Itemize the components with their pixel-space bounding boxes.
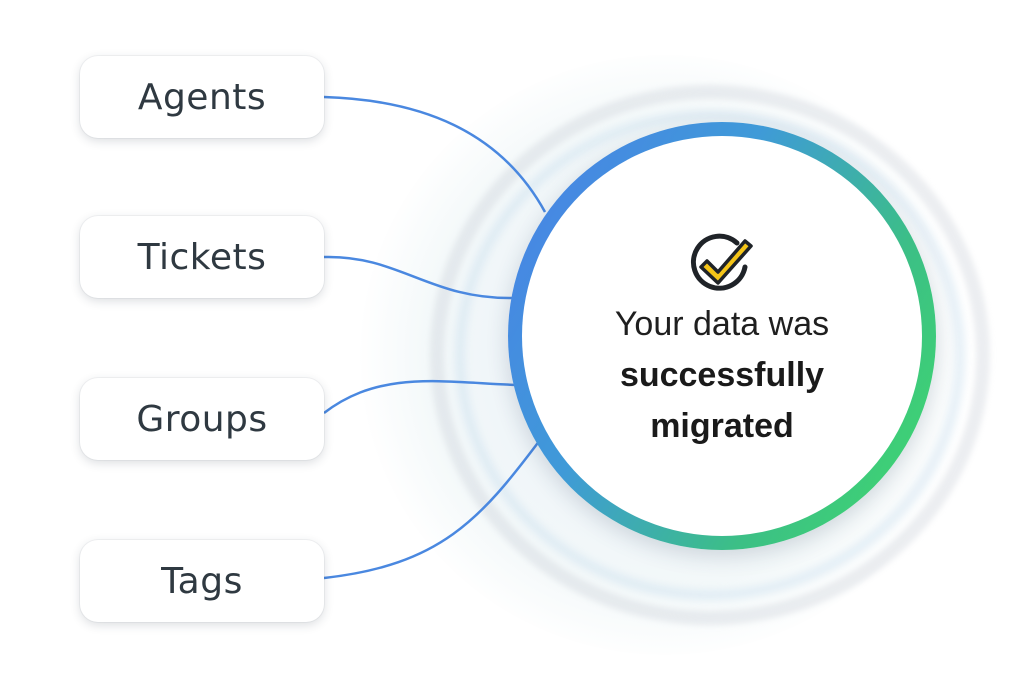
connector-tickets — [323, 255, 516, 300]
node-agents: Agents — [80, 56, 324, 138]
node-tickets: Tickets — [80, 216, 324, 298]
check-circle-icon — [691, 233, 753, 291]
node-tickets-label: Tickets — [137, 236, 267, 278]
status-message-line-2: successfully — [619, 355, 825, 394]
background-ring-inner — [455, 110, 965, 600]
node-agents-label: Agents — [137, 76, 267, 118]
node-groups-label: Groups — [136, 398, 268, 440]
node-groups: Groups — [80, 378, 324, 460]
connector-groups — [323, 379, 518, 414]
status-message-line-3: migrated — [650, 406, 794, 445]
connector-tags — [323, 439, 541, 580]
status-message-line-1: Your data was — [614, 304, 830, 343]
status-panel: Your data was successfully migrated — [522, 136, 922, 536]
node-tags: Tags — [80, 540, 324, 622]
node-tags-label: Tags — [161, 560, 243, 602]
connector-agents — [323, 95, 547, 213]
